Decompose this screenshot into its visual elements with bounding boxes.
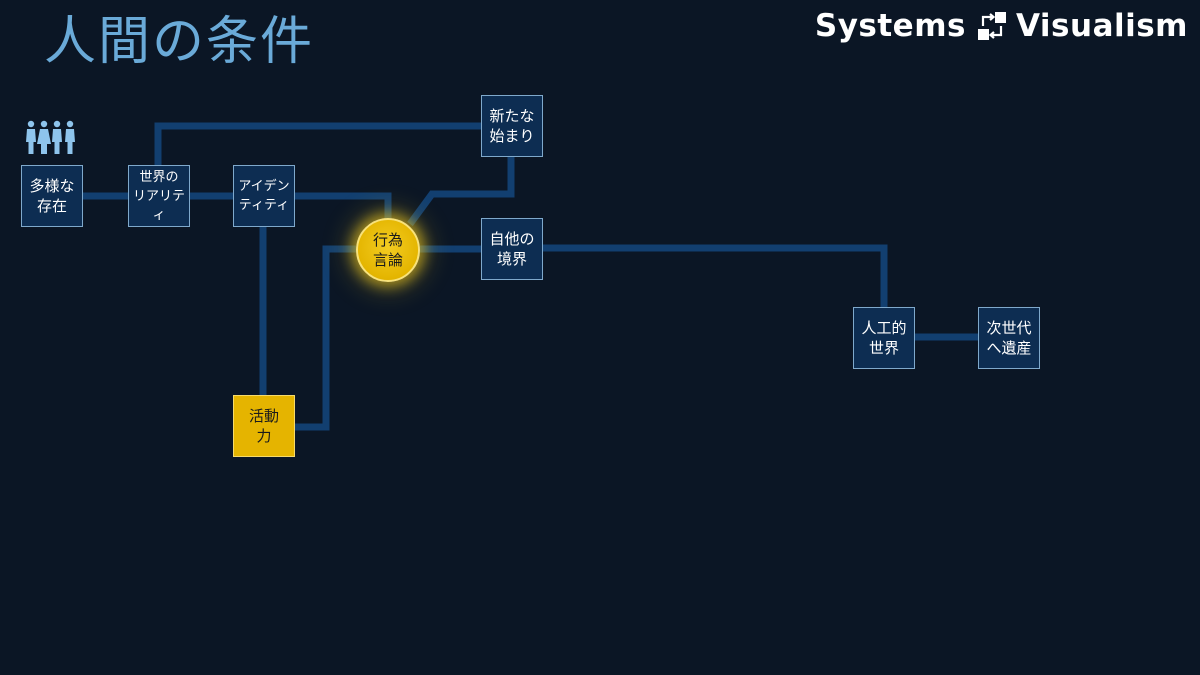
node-identity[interactable]: アイデン ティティ — [233, 165, 295, 227]
node-self-other-boundary[interactable]: 自他の 境界 — [481, 218, 543, 280]
connector-activity-action — [295, 245, 356, 431]
page-title: 人間の条件 — [44, 12, 315, 72]
connector-self-other-artificial — [542, 244, 888, 307]
node-activity-power[interactable]: 活動 力 — [233, 395, 295, 457]
connector-identity-action — [295, 192, 392, 218]
node-world-reality[interactable]: 世界の リアリティ — [128, 165, 190, 227]
node-legacy-next-generation[interactable]: 次世代 へ遺産 — [978, 307, 1040, 369]
node-new-beginning[interactable]: 新たな 始まり — [481, 95, 543, 157]
brand-left-text: Systems — [814, 8, 966, 44]
connector-reality-new-beginning — [154, 122, 481, 165]
node-artificial-world[interactable]: 人工的 世界 — [853, 307, 915, 369]
node-action-speech[interactable]: 行為 言論 — [356, 218, 420, 282]
swap-squares-icon — [977, 12, 1006, 40]
connector-new-beginning-action — [407, 157, 515, 227]
node-diverse-existence[interactable]: 多様な 存在 — [21, 165, 83, 227]
people-group-icon — [26, 120, 75, 154]
brand-right-text: Visualism — [1015, 8, 1188, 44]
brand-logo: Systems Visualism — [815, 6, 1188, 46]
